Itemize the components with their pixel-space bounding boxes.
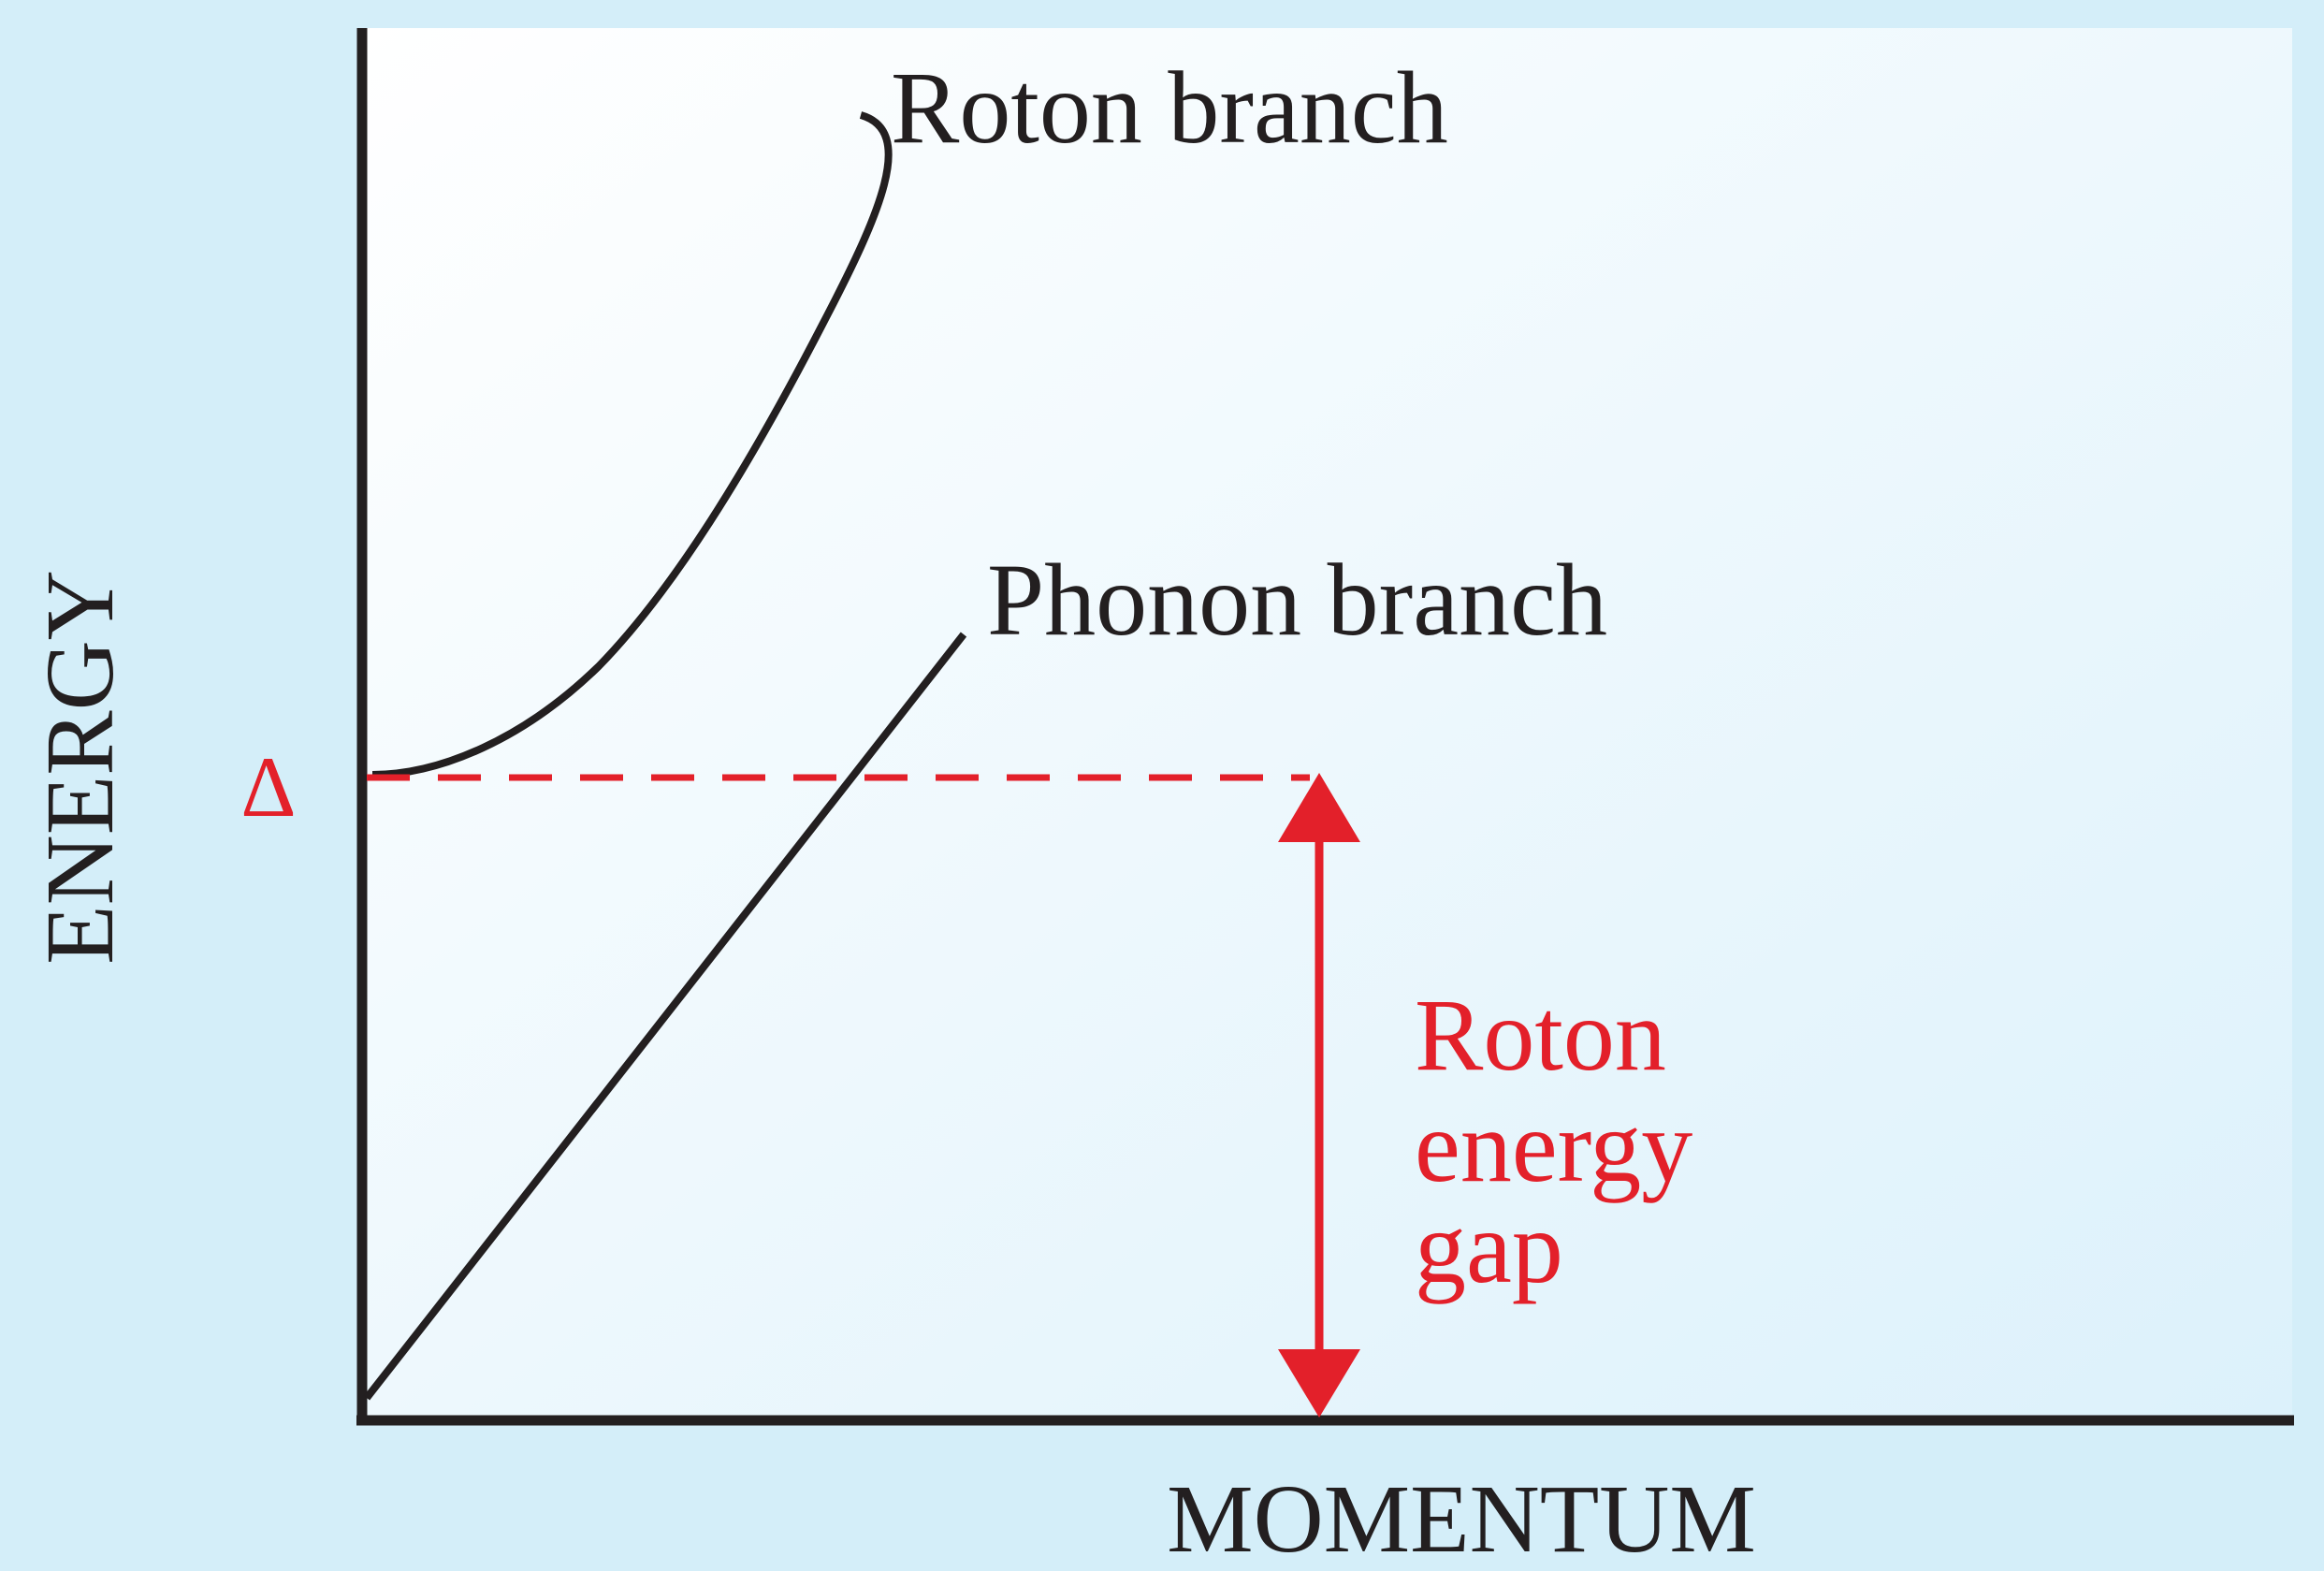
x-axis-label: MOMENTUM [1167,1465,1756,1566]
arrow-down-icon [1278,1349,1360,1418]
plot-area-background [362,28,2292,1422]
gap-annotation: Roton energy gap [1415,978,1692,1304]
gap-annotation-line-3: gap [1415,1190,1563,1304]
gap-symbol-label: Δ [240,739,296,835]
gap-annotation-line-2: energy [1415,1089,1692,1203]
roton-branch-curve [371,111,893,778]
phonon-branch-label: Phonon branch [987,543,1607,657]
gap-annotation-line-1: Roton [1415,978,1666,1092]
arrow-up-icon [1278,773,1360,842]
y-axis-label: ENERGY [26,570,134,965]
phonon-branch-line [363,632,967,1401]
roton-branch-label: Roton branch [891,51,1448,165]
